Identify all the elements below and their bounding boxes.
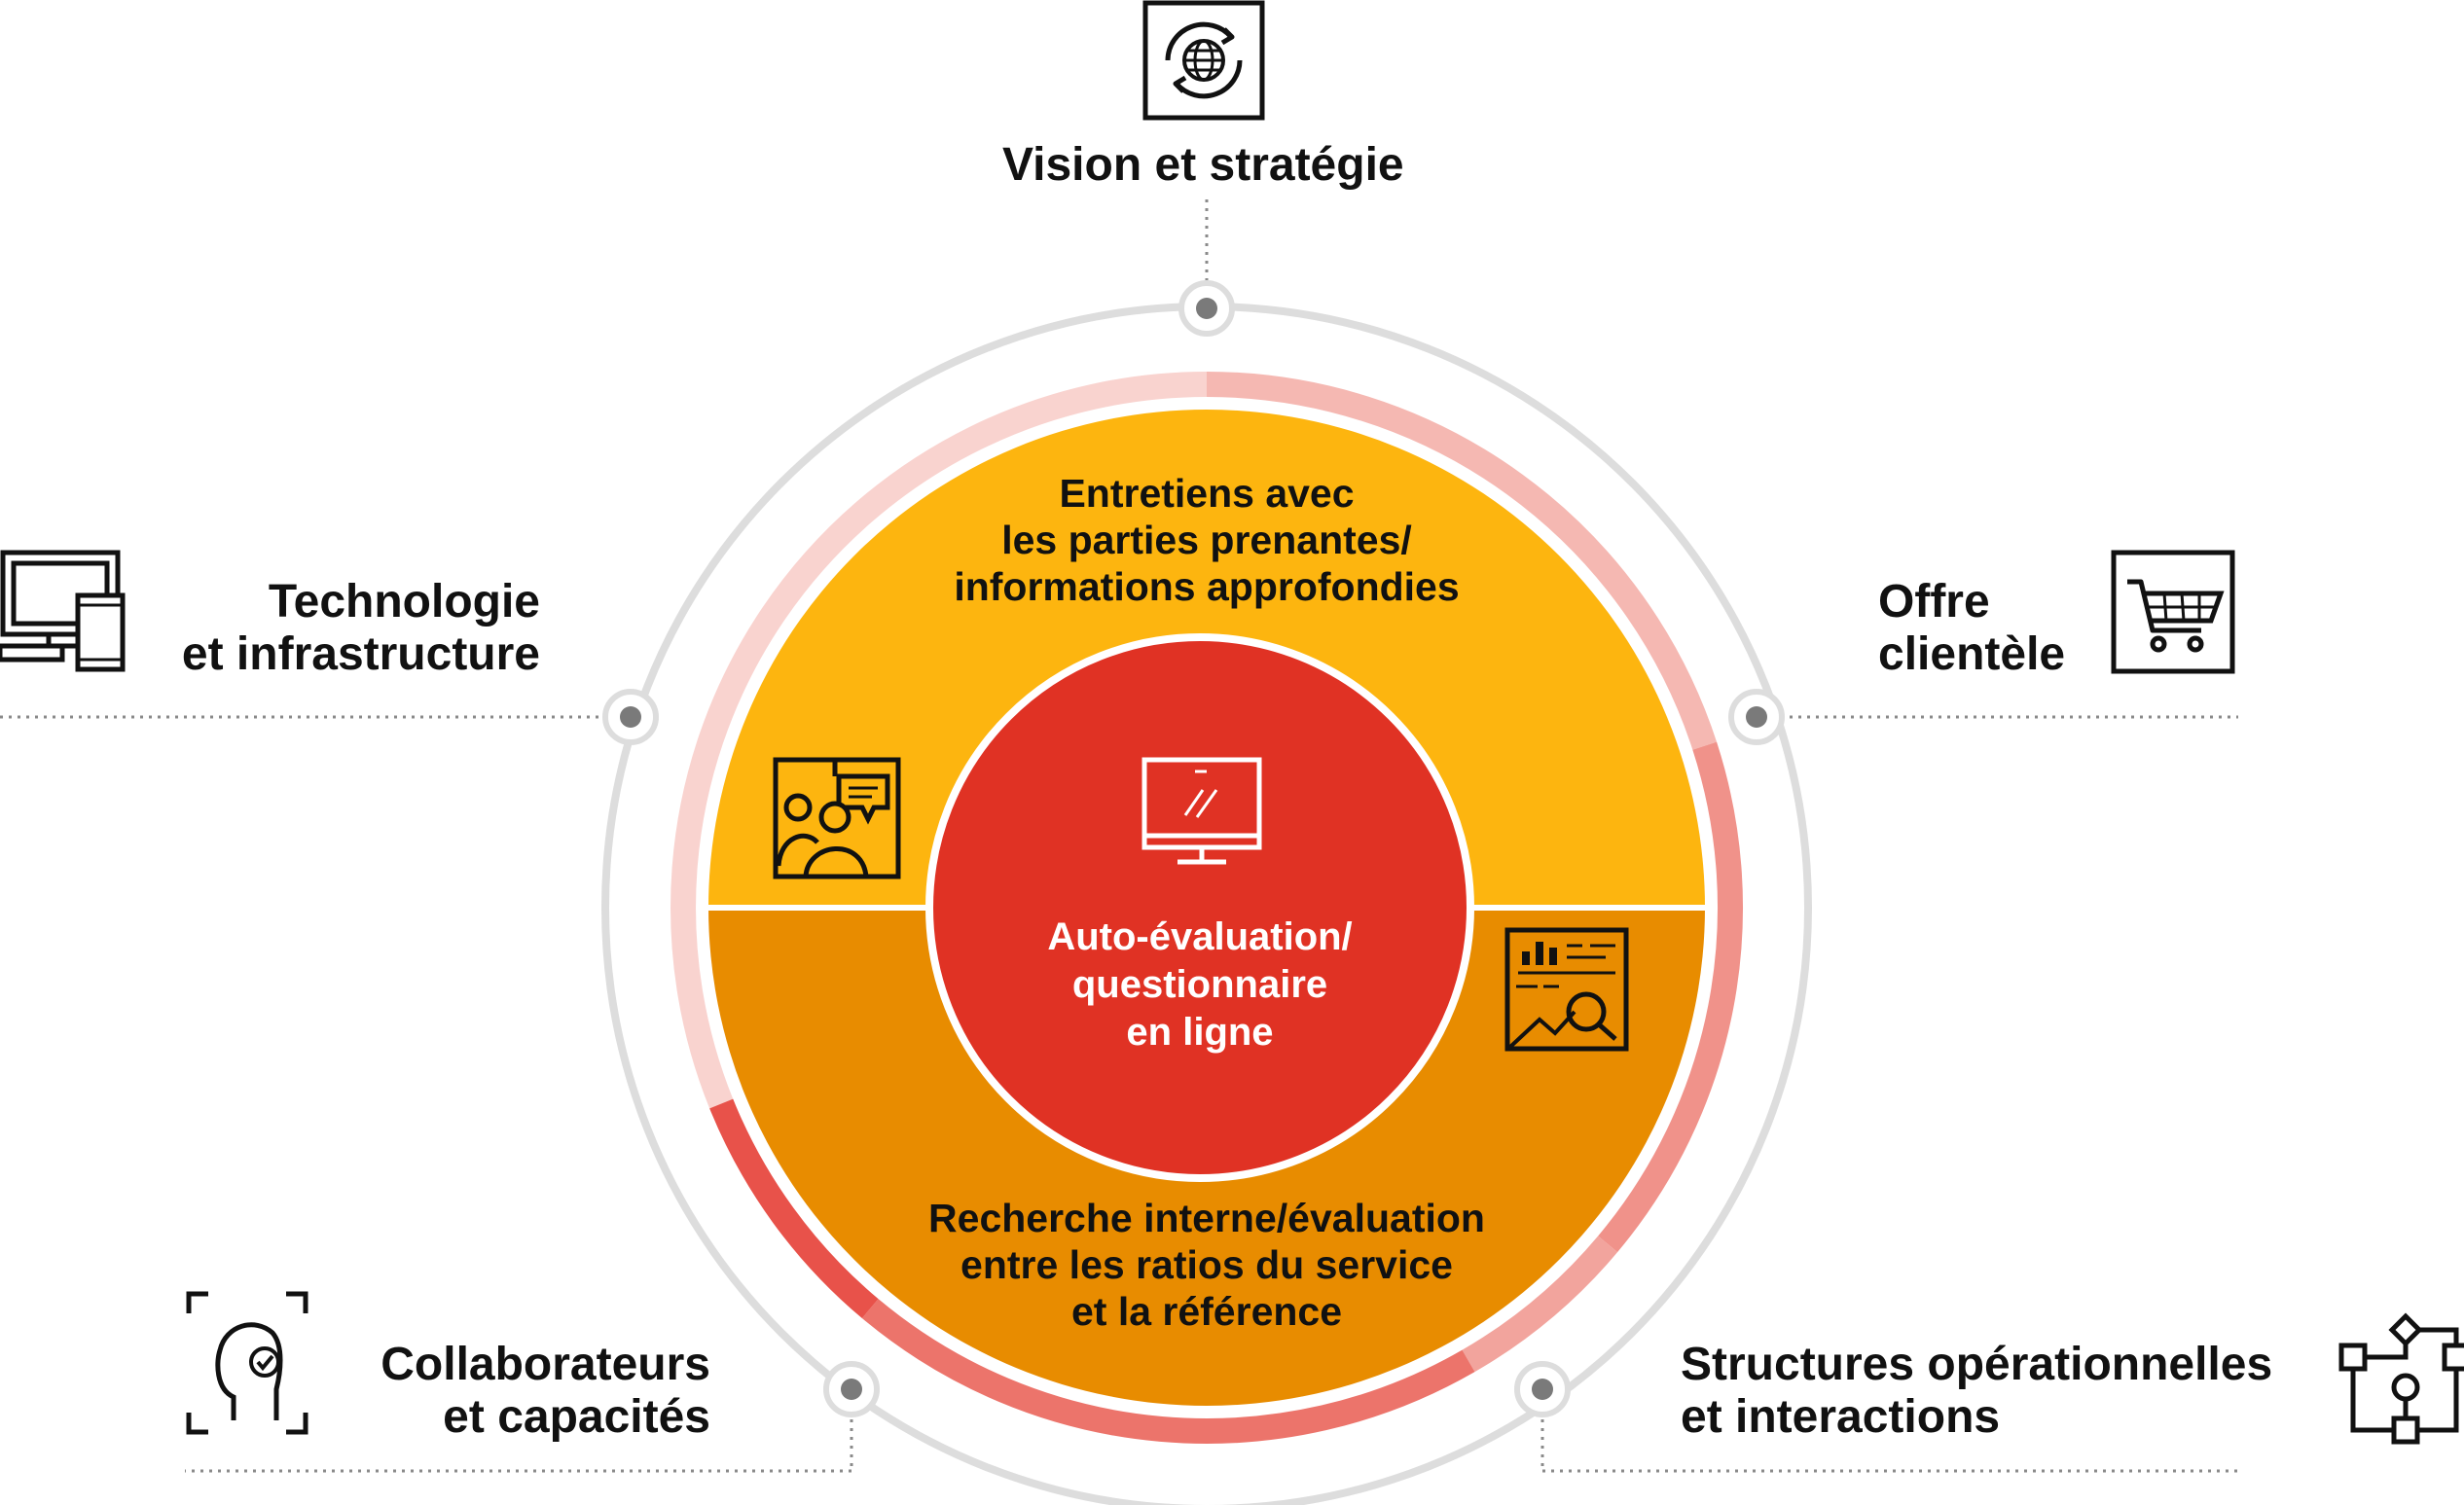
analytics-icon — [1504, 927, 1629, 1052]
node-technology — [602, 689, 659, 745]
monitor-icon — [1141, 757, 1262, 865]
ring-segment-right-top — [1206, 372, 1718, 750]
label-technology: Technologie et infrastructure — [181, 576, 540, 680]
process-flow-icon — [2338, 1312, 2464, 1445]
label-people: Collaborateurs et capacités — [380, 1339, 710, 1443]
core-circle — [925, 633, 1474, 1182]
label-vision: Vision et stratégie — [1002, 139, 1404, 191]
face-check-icon — [186, 1291, 308, 1435]
globe-refresh-icon — [1142, 0, 1265, 121]
label-operations: Structures opérationnelles et interactio… — [1681, 1339, 2273, 1443]
red-ring — [670, 372, 1744, 1444]
node-operations — [1514, 1361, 1571, 1417]
label-offer: Offre clientèle — [1878, 576, 2066, 680]
label-core: Auto-évaluation/ questionnaire en ligne — [1047, 915, 1353, 1054]
connector-lines — [0, 199, 2238, 1473]
node-vision — [1178, 280, 1235, 337]
ring-segment-left — [709, 1098, 879, 1319]
ring-segment-bottom — [861, 1299, 1475, 1444]
ring-segment-right-bottom — [1598, 741, 1744, 1253]
node-people — [823, 1361, 880, 1417]
devices-icon — [0, 550, 126, 672]
node-dots — [602, 280, 1785, 1417]
shopping-cart-icon — [2111, 550, 2235, 674]
node-offer — [1728, 689, 1785, 745]
label-research: Recherche interne/évaluation entre les r… — [928, 1196, 1485, 1334]
ring-segment-light — [670, 372, 1208, 1109]
ring-segment-bottom-right — [1462, 1236, 1618, 1373]
label-interviews: Entretiens avec les parties prenantes/ i… — [954, 471, 1460, 609]
meeting-icon — [773, 757, 901, 879]
